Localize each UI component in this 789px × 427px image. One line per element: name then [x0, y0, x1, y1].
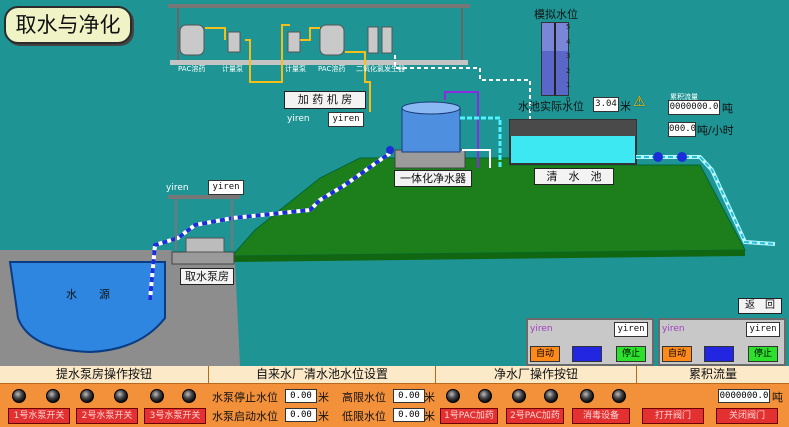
pac-2-dosing-button[interactable]: 2号PAC加药 — [506, 408, 564, 424]
bottom-flow-value: 0000000.0 — [718, 389, 770, 403]
pac-1-dosing-button[interactable]: 1号PAC加药 — [440, 408, 498, 424]
level-tick-4: 4 — [566, 37, 571, 46]
plant-ops-title: 净水厂操作按钮 — [436, 366, 637, 384]
pump-1-knob-a[interactable] — [12, 389, 26, 403]
level-tick-5: 5 — [566, 23, 571, 31]
panel-1-manual-button[interactable]: 手动 — [572, 346, 602, 362]
pump-1-knob-b[interactable] — [46, 389, 60, 403]
dosing-room-label: 加 药 机 房 — [284, 91, 366, 109]
clear-pool-label: 清 水 池 — [534, 168, 614, 185]
pump-ops-title: 提水泵房操作按钮 — [0, 366, 209, 384]
pump-2-switch-button[interactable]: 2号水泵开关 — [76, 408, 138, 424]
low-level-unit: 米 — [424, 410, 435, 423]
equipment-label-4: PAC溶药 — [318, 65, 346, 73]
pump-2-knob-a[interactable] — [80, 389, 94, 403]
low-level-label: 低限水位 — [342, 410, 386, 423]
pump-2-knob-b[interactable] — [114, 389, 128, 403]
level-tick-0: 0 — [566, 95, 571, 104]
pump-operator-label: yiren — [166, 183, 189, 193]
equipment-label-3: 计量泵 — [285, 65, 306, 73]
flow-total-title: 累积流量 — [637, 366, 789, 384]
start-level-label: 水泵启动水位 — [212, 410, 278, 423]
dosing-operator-value: yiren — [328, 112, 364, 127]
open-valve-button[interactable]: 打开阀门 — [642, 408, 704, 424]
pump-3-knob-b[interactable] — [182, 389, 196, 403]
actual-level-value: 3.04 — [593, 97, 619, 112]
back-button[interactable]: 返 回 — [738, 298, 782, 314]
level-gauge-title: 模拟水位 — [534, 8, 578, 21]
level-tick-1: 1 — [566, 81, 571, 89]
disinfect-knob-a[interactable] — [580, 389, 594, 403]
pac-2-knob-b[interactable] — [544, 389, 558, 403]
level-gauge-scale: 5 4 3 2 1 0 — [566, 20, 574, 104]
high-level-unit: 米 — [424, 391, 435, 404]
flow-total-value: 0000000.0 — [668, 100, 720, 115]
close-valve-button[interactable]: 关闭阀门 — [716, 408, 778, 424]
equipment-label-2: 计量泵 — [222, 65, 243, 73]
warning-icon: ⚠ — [633, 94, 646, 110]
disinfect-knob-b[interactable] — [612, 389, 626, 403]
level-tick-2: 2 — [566, 66, 571, 75]
equipment-label-1: PAC溶药 — [178, 65, 206, 73]
panel-2-label: yiren — [662, 324, 685, 334]
high-level-label: 高限水位 — [342, 391, 386, 404]
start-level-unit: 米 — [318, 410, 329, 423]
purifier-label: 一体化净水器 — [394, 170, 472, 187]
pump-operator-value: yiren — [208, 180, 244, 195]
equipment-label-5: 二氧化氯发生器 — [356, 65, 405, 73]
stop-level-unit: 米 — [318, 391, 329, 404]
flow-rate-unit: 吨/小时 — [697, 124, 734, 137]
panel-1-value: yiren — [614, 322, 648, 337]
bottom-flow-unit: 吨 — [772, 391, 783, 404]
disinfection-button[interactable]: 消毒设备 — [572, 408, 630, 424]
flow-total-unit: 吨 — [722, 102, 733, 115]
dosing-operator-label: yiren — [287, 114, 310, 124]
bottom-control-bar: 提水泵房操作按钮 自来水厂清水池水位设置 净水厂操作按钮 累积流量 1号水泵开关… — [0, 366, 789, 427]
water-source-label: 水 源 — [66, 288, 110, 301]
panel-1-stop-button[interactable]: 停止 — [616, 346, 646, 362]
pac-1-knob-b[interactable] — [478, 389, 492, 403]
panel-2-stop-button[interactable]: 停止 — [748, 346, 778, 362]
page-title: 取水与净化 — [4, 6, 132, 44]
flow-label: 累积流量 — [670, 93, 698, 101]
start-level-input[interactable]: 0.00 — [285, 408, 317, 422]
panel-2-auto-button[interactable]: 自动 — [662, 346, 692, 362]
panel-1-label: yiren — [530, 324, 553, 334]
level-tick-3: 3 — [566, 52, 571, 60]
pump-3-switch-button[interactable]: 3号水泵开关 — [144, 408, 206, 424]
level-gauge — [541, 22, 569, 96]
level-set-title: 自来水厂清水池水位设置 — [209, 366, 436, 384]
pac-2-knob-a[interactable] — [512, 389, 526, 403]
panel-2-manual-button[interactable]: 手动 — [704, 346, 734, 362]
control-panel-2: yiren yiren 自动 手动 停止 — [658, 318, 786, 366]
control-panel-1: yiren yiren 自动 手动 停止 — [526, 318, 654, 366]
stop-level-label: 水泵停止水位 — [212, 391, 278, 404]
panel-1-auto-button[interactable]: 自动 — [530, 346, 560, 362]
pac-1-knob-a[interactable] — [446, 389, 460, 403]
actual-level-unit: 米 — [620, 100, 631, 113]
panel-2-value: yiren — [746, 322, 780, 337]
pump-3-knob-a[interactable] — [150, 389, 164, 403]
flow-rate-value: 000.0 — [668, 122, 696, 137]
low-level-input[interactable]: 0.00 — [393, 408, 425, 422]
pump-1-switch-button[interactable]: 1号水泵开关 — [8, 408, 70, 424]
process-scene — [0, 4, 776, 366]
pump-house-label: 取水泵房 — [180, 268, 234, 285]
high-level-input[interactable]: 0.00 — [393, 389, 425, 403]
actual-level-label: 水池实际水位 — [518, 100, 584, 113]
stop-level-input[interactable]: 0.00 — [285, 389, 317, 403]
